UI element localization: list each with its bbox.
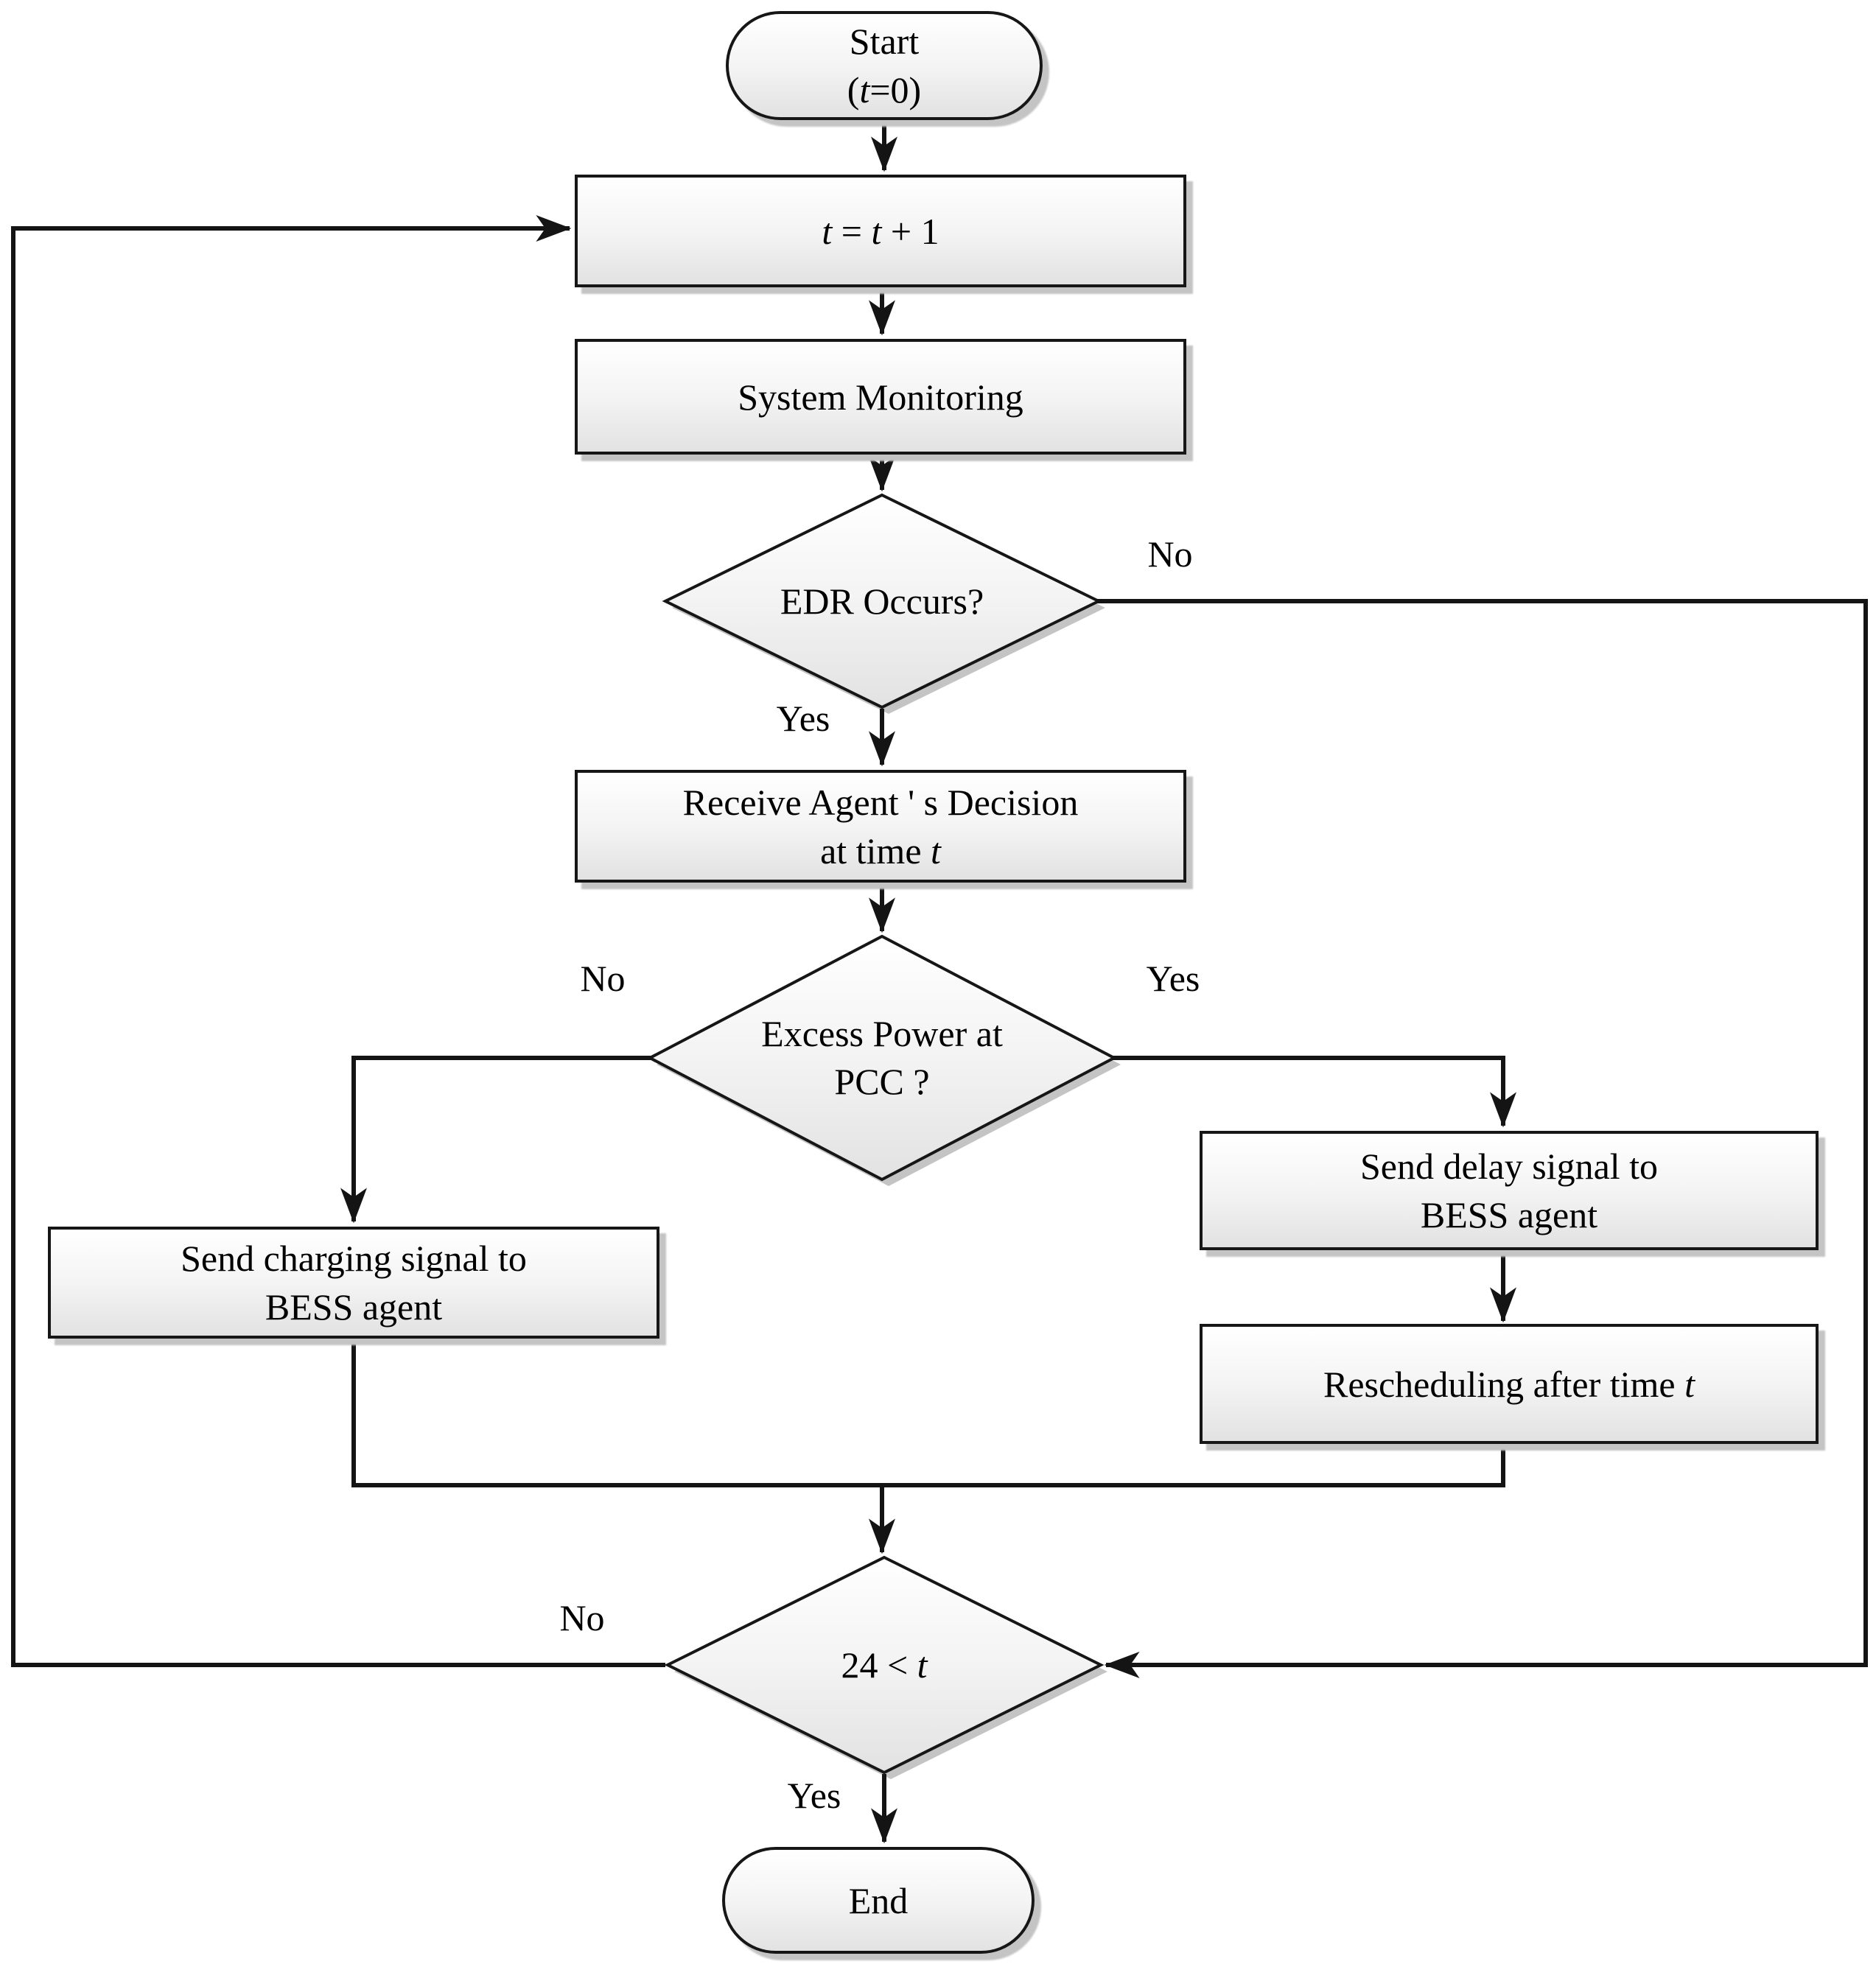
edge-label-t24-no: No xyxy=(508,1594,656,1641)
text-part: t xyxy=(822,210,833,252)
t24-text: 24 < t xyxy=(841,1641,927,1689)
flowchart-node-start: Start (t=0) xyxy=(726,11,1043,120)
edge-label-edr-yes: Yes xyxy=(729,695,877,742)
flowchart-node-increment-t: t = t + 1 xyxy=(575,175,1186,287)
text-part: No xyxy=(1147,533,1193,575)
text-part: t xyxy=(1684,1363,1695,1405)
edge-label-pcc-yes: Yes xyxy=(1099,955,1247,1002)
edge-label-pcc-no: No xyxy=(529,955,676,1002)
flowchart-node-receive-decision: Receive Agent ' s Decision at time t xyxy=(575,770,1186,883)
delay-signal-line1: Send delay signal to xyxy=(1359,1146,1659,1187)
flowchart-node-t24-label: 24 < t xyxy=(665,1627,1103,1703)
text-part: t xyxy=(859,69,870,111)
text-part: ( xyxy=(847,69,860,111)
text-part: Yes xyxy=(776,698,830,739)
receive-decision-line1: Receive Agent ' s Decision xyxy=(682,781,1079,823)
t24-decision-diamond xyxy=(664,1555,1105,1775)
text-part: No xyxy=(559,1597,605,1638)
text-part: No xyxy=(580,958,626,999)
flowchart-node-rescheduling: Rescheduling after time t xyxy=(1200,1324,1819,1444)
edge-t24-no-loop-to-increment xyxy=(11,215,665,1667)
flowchart-node-system-monitoring: System Monitoring xyxy=(575,339,1186,455)
flowchart-node-send-delay-signal: Send delay signal to BESS agent xyxy=(1200,1131,1819,1250)
increment-label: t = t + 1 xyxy=(822,207,939,256)
text-part: t xyxy=(931,830,941,872)
text-part: + 1 xyxy=(881,210,939,252)
charging-signal-line2: BESS agent xyxy=(265,1286,443,1328)
text-part: 24 < xyxy=(841,1644,917,1686)
system-monitoring-label: System Monitoring xyxy=(738,376,1023,418)
text-part: Rescheduling after time xyxy=(1323,1363,1685,1405)
excess-power-line1: Excess Power at xyxy=(761,1013,1003,1054)
text-part: t xyxy=(917,1644,928,1686)
edge-label-t24-yes: Yes xyxy=(741,1772,888,1819)
end-label: End xyxy=(848,1879,909,1921)
receive-decision-line2: at time t xyxy=(820,827,941,875)
text-part: Yes xyxy=(1146,958,1200,999)
flowchart-node-end: End xyxy=(722,1847,1035,1954)
charging-signal-line1: Send charging signal to xyxy=(181,1238,527,1279)
edge-label-edr-no: No xyxy=(1096,530,1244,578)
flowchart-node-send-charging-signal: Send charging signal to BESS agent xyxy=(48,1227,659,1339)
flowchart-node-excess-power-label: Excess Power at PCC ? xyxy=(624,995,1140,1121)
text-part: =0) xyxy=(869,69,922,111)
edr-occurs-text: EDR Occurs? xyxy=(780,580,984,622)
edge-edr-no-to-t24 xyxy=(1096,599,1868,1678)
delay-signal-line2: BESS agent xyxy=(1420,1194,1598,1235)
text-part: = xyxy=(832,210,872,252)
edge-pcc-yes-to-delay xyxy=(1112,1056,1516,1128)
rescheduling-label: Rescheduling after time t xyxy=(1323,1360,1695,1409)
edge-pcc-no-to-charging xyxy=(340,1056,652,1224)
excess-power-line2: PCC ? xyxy=(834,1061,930,1102)
edge-branches-merge xyxy=(351,1339,1505,1487)
edr-decision-diamond xyxy=(662,493,1102,709)
flowchart-node-edr-occurs-label: EDR Occurs? xyxy=(661,563,1103,639)
text-part: at time xyxy=(820,830,931,872)
excess-power-decision-diamond xyxy=(646,934,1118,1182)
text-part: t xyxy=(871,210,882,252)
start-sublabel: (t=0) xyxy=(847,66,921,114)
start-label: Start xyxy=(849,21,920,62)
text-part: Yes xyxy=(787,1775,841,1816)
